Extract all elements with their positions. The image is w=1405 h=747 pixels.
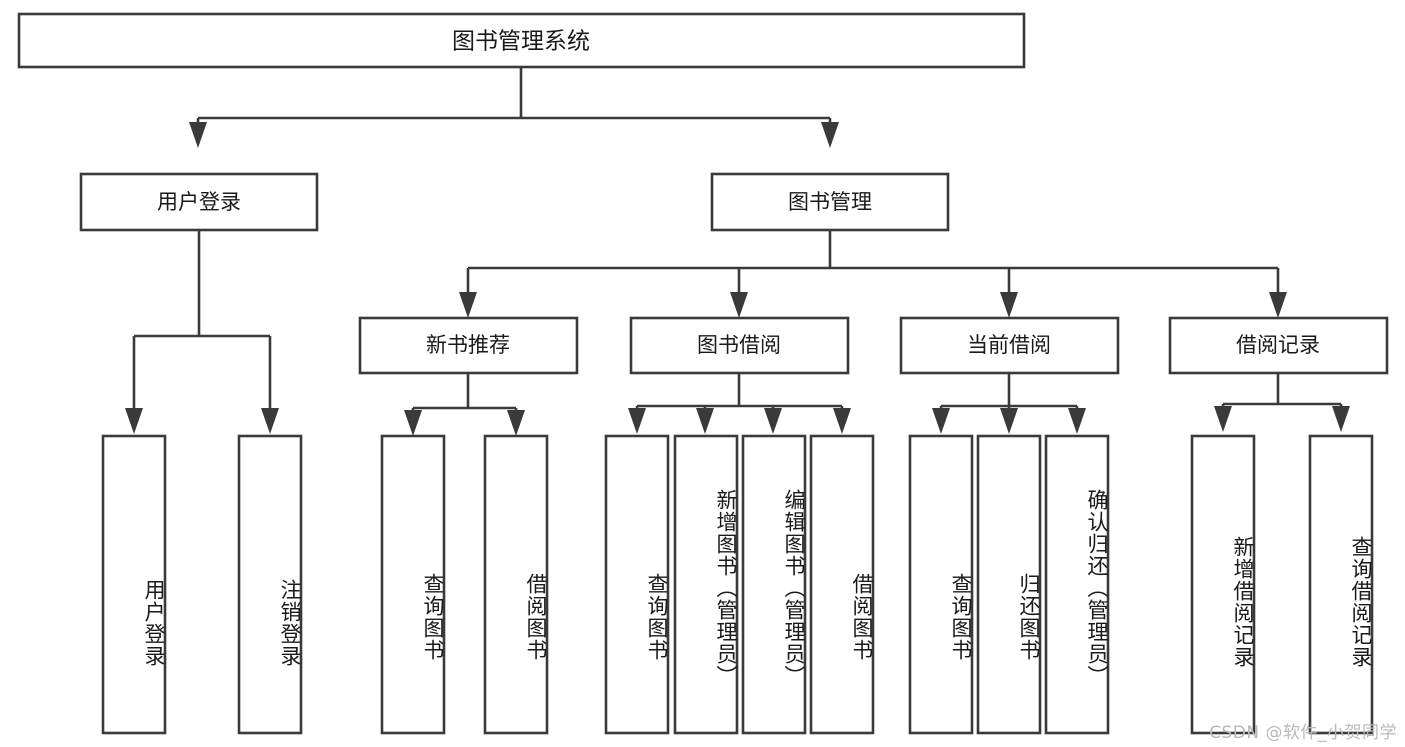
node-box-leaf-confirm-return[interactable] <box>1044 434 1110 735</box>
node-box-borrow-record[interactable] <box>1168 316 1389 375</box>
node-box-leaf-borrow-book-1[interactable] <box>483 434 549 735</box>
arrow-borrowrecord-leaf-0 <box>1214 406 1232 432</box>
arrow-root-to-l1-1 <box>821 122 839 148</box>
node-box-current-borrow[interactable] <box>899 316 1120 375</box>
arrow-newbook-leaf-0 <box>404 410 422 436</box>
node-box-leaf-query-book-3[interactable] <box>908 434 974 735</box>
node-box-book-manage[interactable] <box>710 172 950 232</box>
node-label-new-book-recommend: 新书推荐 <box>426 333 510 357</box>
watermark-text: CSDN @软件_小贺同学 <box>1209 723 1397 743</box>
arrow-userlogin-leaf-1 <box>261 408 279 434</box>
node-box-leaf-query-book-2[interactable] <box>604 434 670 735</box>
node-box-leaf-add-book[interactable] <box>673 434 739 735</box>
node-box-leaf-query-record[interactable] <box>1308 434 1374 735</box>
arrow-currentborrow-leaf-1 <box>1000 408 1018 434</box>
node-box-leaf-query-book-1[interactable] <box>380 434 446 735</box>
arrow-bookmanage-l2-1 <box>730 292 748 318</box>
node-label-borrow-record: 借阅记录 <box>1236 333 1320 357</box>
arrow-bookmanage-l2-3 <box>1269 292 1287 318</box>
node-label-book-manage: 图书管理 <box>788 190 872 214</box>
arrow-bookborrow-leaf-2 <box>764 408 782 434</box>
arrow-currentborrow-leaf-2 <box>1068 408 1086 434</box>
node-label-user-login: 用户登录 <box>157 190 241 214</box>
node-box-root[interactable] <box>17 12 1026 69</box>
arrow-bookmanage-l2-2 <box>1000 292 1018 318</box>
arrow-newbook-leaf-1 <box>507 410 525 436</box>
arrow-bookborrow-leaf-1 <box>696 408 714 434</box>
node-box-leaf-return-book[interactable] <box>976 434 1042 735</box>
arrow-root-to-l1-0 <box>189 122 207 148</box>
node-label-book-borrow: 图书借阅 <box>697 333 781 357</box>
node-box-leaf-user-login[interactable] <box>101 434 167 735</box>
arrow-bookborrow-leaf-0 <box>628 408 646 434</box>
node-label-current-borrow: 当前借阅 <box>967 333 1051 357</box>
node-box-new-book-recommend[interactable] <box>358 316 579 375</box>
arrow-bookmanage-l2-0 <box>459 292 477 318</box>
node-box-book-borrow[interactable] <box>629 316 850 375</box>
node-box-leaf-add-record[interactable] <box>1190 434 1256 735</box>
node-box-leaf-logout[interactable] <box>237 434 303 735</box>
node-box-leaf-edit-book[interactable] <box>741 434 807 735</box>
arrow-userlogin-leaf-0 <box>125 408 143 434</box>
arrow-bookborrow-leaf-3 <box>833 408 851 434</box>
arrow-currentborrow-leaf-0 <box>932 408 950 434</box>
node-box-leaf-borrow-book-2[interactable] <box>809 434 875 735</box>
arrow-borrowrecord-leaf-1 <box>1332 406 1350 432</box>
node-label-root: 图书管理系统 <box>452 29 590 55</box>
